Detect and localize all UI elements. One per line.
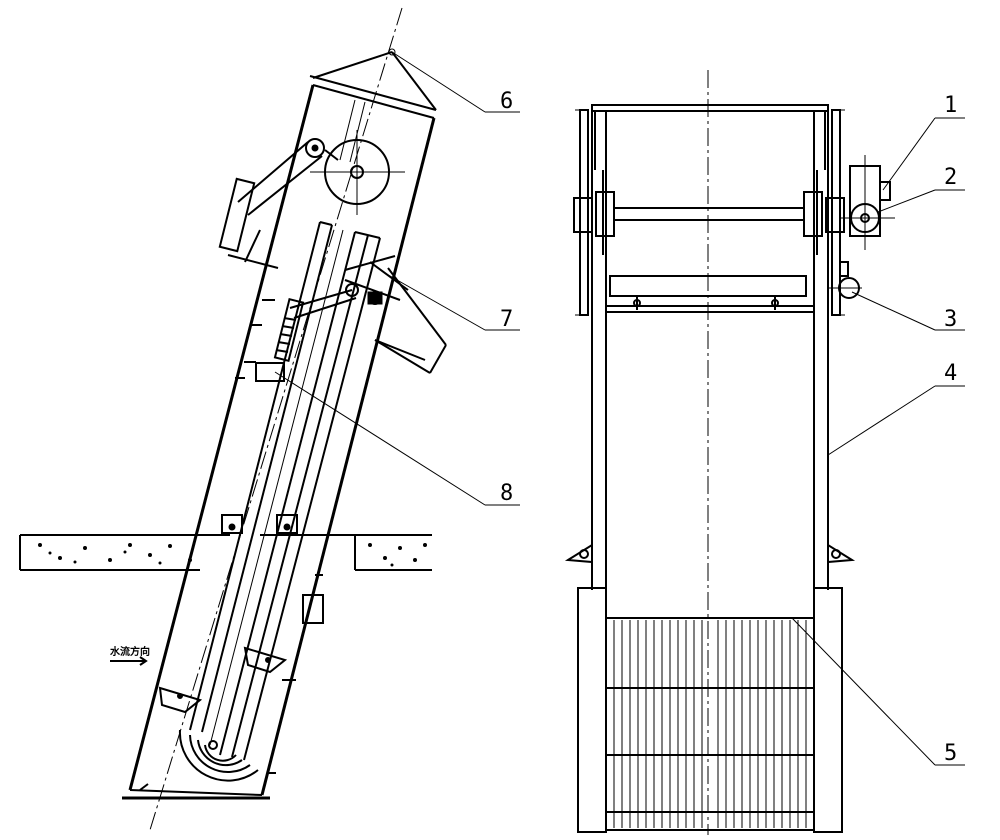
drive-arm — [218, 138, 339, 269]
drive-motor — [840, 155, 895, 250]
ground-slab-left — [19, 534, 230, 571]
callout-1: 1 — [944, 93, 957, 118]
rake-assembly — [289, 255, 409, 319]
callout-4: 4 — [944, 361, 957, 386]
lower-scrapers — [158, 646, 288, 714]
side-posts — [575, 105, 845, 590]
inner-rails — [189, 221, 381, 761]
callout-8: 8 — [500, 481, 513, 506]
front-leaders — [791, 117, 965, 766]
callout-3: 3 — [944, 307, 957, 332]
bottom-return-guide — [178, 729, 259, 782]
top-cross-bar — [591, 104, 829, 112]
front-view: 1 2 3 4 5 — [564, 70, 965, 835]
discharge-chute — [374, 267, 447, 374]
flow-direction: 水流方向 — [109, 645, 150, 666]
inclined-frame — [122, 48, 437, 800]
side-leaders — [274, 51, 520, 506]
screen-bars — [613, 620, 807, 828]
frame-ticks — [139, 299, 324, 791]
callout-5: 5 — [944, 741, 957, 766]
callout-7: 7 — [500, 307, 513, 332]
flow-direction-label: 水流方向 — [109, 645, 150, 658]
screen-grid — [577, 587, 843, 833]
callout-2: 2 — [944, 165, 957, 190]
drive-shaft — [573, 191, 845, 237]
rake-cross-bar — [605, 261, 862, 313]
mounting-lugs — [564, 543, 856, 564]
side-view: 水流方向 6 7 8 — [19, 7, 520, 831]
ground-slab-right — [260, 534, 432, 571]
drive-sprocket — [310, 130, 405, 215]
tension-spring — [244, 297, 305, 382]
side-centerline — [149, 7, 403, 831]
support-brackets — [221, 514, 298, 534]
callout-6: 6 — [500, 89, 513, 114]
